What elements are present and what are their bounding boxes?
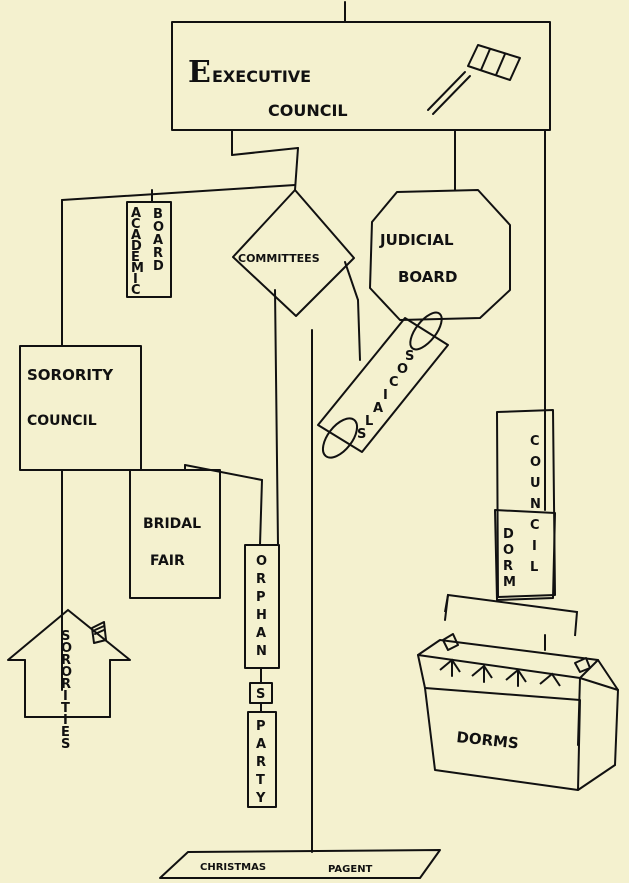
orphans-s-label: S [256, 687, 265, 702]
bridal-fair-label-2: FAIR [150, 553, 185, 569]
judicial-board-label-2: BOARD [398, 268, 457, 286]
executive-council-label-1: E [188, 55, 211, 90]
committees-label: COMMITTEES [238, 252, 320, 265]
connector-lines [61, 1, 546, 853]
sorority-council-label-2: COUNCIL [27, 413, 97, 429]
executive-council-box: E EXECUTIVE COUNCIL [171, 21, 551, 131]
executive-council-label-2: COUNCIL [268, 101, 348, 120]
christmas-pageant-banner: CHRISTMAS PAGENT [159, 849, 441, 879]
judicial-board-octagon: JUDICIAL BOARD [369, 189, 511, 321]
sorority-council-box: SORORITY COUNCIL [19, 345, 142, 471]
gavel-icon [427, 44, 521, 115]
executive-council-label-1b: EXECUTIVE [212, 67, 311, 86]
sorority-council-label-1: SORORITY [27, 366, 114, 384]
christmas-pageant-label-right: PAGENT [328, 864, 373, 875]
bridal-fair-label-1: BRIDAL [143, 516, 201, 532]
dorm-building-icon: DORMS [417, 593, 619, 791]
dorms-label: DORMS [456, 728, 520, 752]
judicial-board-label-1: JUDICIAL [379, 231, 454, 249]
committees-diamond: COMMITTEES [232, 189, 355, 317]
christmas-pageant-label-left: CHRISTMAS [200, 862, 266, 873]
bridal-fair-box: BRIDAL FAIR [129, 469, 221, 599]
